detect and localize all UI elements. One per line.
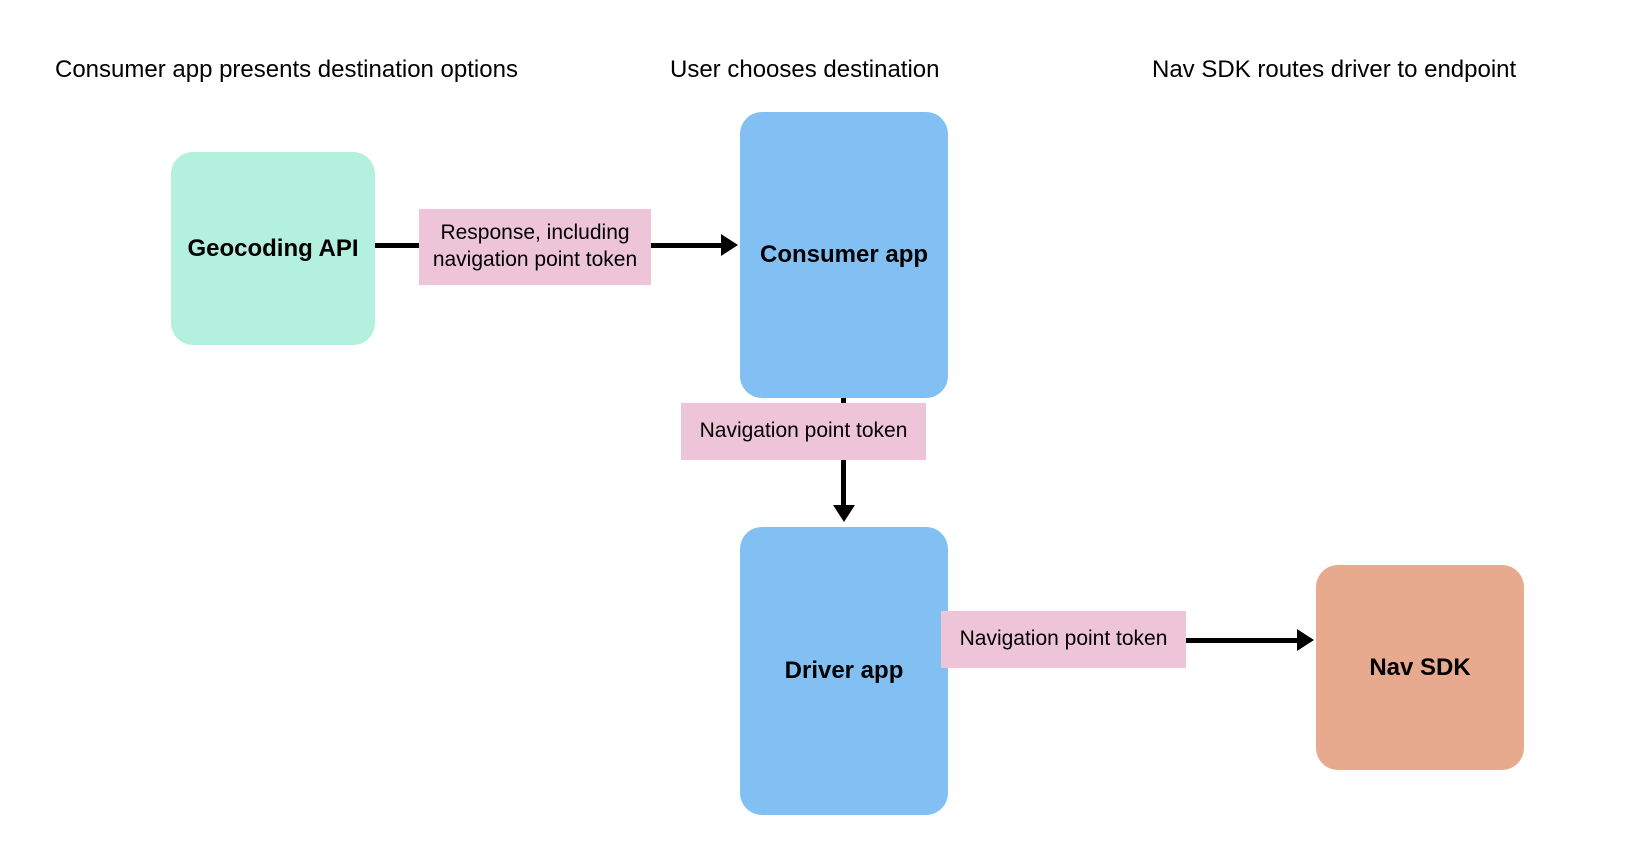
heading-consumer-app-presents: Consumer app presents destination option…	[55, 56, 518, 83]
node-consumer-app[interactable]: Consumer app	[740, 112, 948, 398]
node-nav-sdk-label: Nav SDK	[1369, 653, 1471, 681]
heading-user-chooses-destination: User chooses destination	[670, 56, 940, 83]
connector-segment	[375, 243, 423, 248]
node-driver-app-label: Driver app	[784, 657, 904, 684]
connector-segment	[1184, 638, 1299, 643]
edge-label-navigation-point-token-horizontal: Navigation point token	[941, 611, 1186, 668]
node-geocoding-api-label: Geocoding API	[187, 234, 359, 262]
node-consumer-app-label: Consumer app	[759, 241, 929, 268]
edge-label-text: Navigation point token	[699, 419, 908, 443]
arrowhead-right	[1297, 629, 1314, 651]
node-driver-app[interactable]: Driver app	[740, 527, 948, 815]
edge-label-text: Response, including navigation point tok…	[432, 221, 638, 271]
edge-label-navigation-point-token-vertical: Navigation point token	[681, 403, 926, 460]
edge-label-response-including-navigation-point-token: Response, including navigation point tok…	[419, 209, 651, 285]
edge-label-text: Navigation point token	[959, 627, 1168, 651]
node-nav-sdk[interactable]: Nav SDK	[1316, 565, 1524, 770]
connector-segment	[648, 243, 723, 248]
heading-nav-sdk-routes-driver: Nav SDK routes driver to endpoint	[1152, 56, 1517, 83]
connector-segment	[841, 459, 846, 507]
arrowhead-right	[721, 234, 738, 256]
node-geocoding-api[interactable]: Geocoding API	[171, 152, 375, 345]
arrowhead-down	[833, 505, 855, 522]
